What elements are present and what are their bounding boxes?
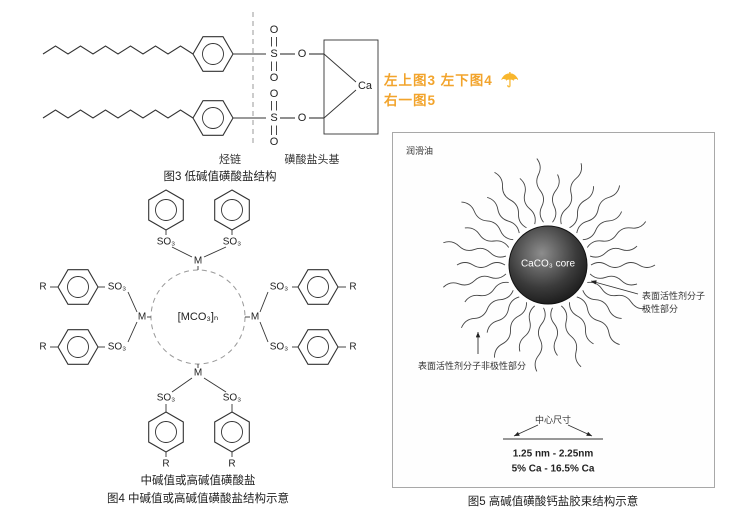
atom-s-label: S: [270, 48, 277, 60]
so3-label: SO₃: [270, 282, 289, 293]
so3-label: SO₃: [108, 282, 127, 293]
so3-label: SO₃: [157, 237, 176, 248]
alkyl-r-label: R: [162, 459, 169, 470]
carbonate-core-label: [MCO₃]ₙ: [178, 311, 219, 323]
so3-label: SO₃: [157, 393, 176, 404]
figure5-frame: [392, 132, 715, 488]
benzene-ring: [297, 269, 339, 305]
annotation-line1: 左上图3 左下图4: [384, 73, 493, 88]
benzene-ring: [214, 189, 250, 231]
umbrella-icon: ☂: [500, 70, 519, 92]
hydrocarbon-chain-label: 烃链: [219, 152, 241, 166]
atom-o-label: O: [298, 48, 307, 60]
bottom-sulfonate-molecule: S O O O: [42, 88, 324, 148]
figure3-caption: 图3 低碱值磺酸盐结构: [163, 169, 276, 183]
calcium-bridge: Ca: [323, 39, 379, 135]
annotation-row-1: 左上图3 左下图4 ☂: [384, 71, 519, 91]
so3-label: SO₃: [108, 342, 127, 353]
alkyl-r-label: R: [39, 342, 46, 353]
atom-s-label: S: [270, 112, 277, 124]
polar-part-callout: 表面活性剂分子 极性部分: [590, 280, 705, 314]
left-sulfonate-group: R SO₃ R SO₃ M: [39, 269, 151, 365]
annotation-line2: 右一图5: [384, 93, 437, 108]
nonpolar-part-label: 表面活性剂分子非极性部分: [418, 360, 526, 371]
benzene-ring: [192, 100, 234, 136]
figure5-micelle-structure: 润滑油 CaCO₃ core: [390, 130, 722, 517]
alkyl-r-label: R: [349, 342, 356, 353]
benzene-ring: [148, 411, 184, 453]
nonpolar-part-callout: 表面活性剂分子非极性部分: [418, 332, 526, 371]
metal-label: M: [194, 368, 202, 379]
caco3-core-sphere: [508, 225, 588, 305]
metal-label: M: [138, 312, 146, 323]
atom-o-label: O: [270, 24, 279, 36]
benzene-ring: [148, 189, 184, 231]
so3-label: SO₃: [223, 393, 242, 404]
figure5-caption: 图5 高碱值磺酸钙盐胶束结构示意: [468, 494, 639, 508]
figure3-low-base-sulfonate: S O O O S O O: [28, 6, 393, 189]
so3-label: SO₃: [223, 237, 242, 248]
alkyl-chain-top: [42, 45, 194, 55]
calcium-content-value: 5% Ca - 16.5% Ca: [512, 464, 595, 475]
core-size-dimension: 中心尺寸 1.25 nm - 2.25nm 5% Ca - 16.5% Ca: [503, 414, 603, 475]
handwritten-annotation: 左上图3 左下图4 ☂ 右一图5: [384, 71, 519, 110]
atom-o-label: O: [270, 88, 279, 100]
alkyl-r-label: R: [228, 459, 235, 470]
size-value: 1.25 nm - 2.25nm: [513, 449, 594, 460]
figure4-high-base-sulfonate: [MCO₃]ₙ SO₃ SO₃ M R SO₃ R: [18, 185, 373, 515]
polar-part-label-line2: 极性部分: [642, 303, 678, 314]
bottom-sulfonate-group: M SO₃ SO₃ R R: [148, 364, 250, 470]
atom-o-label: O: [270, 72, 279, 84]
alkyl-r-label: R: [39, 282, 46, 293]
so3-label: SO₃: [270, 342, 289, 353]
atom-ca-label: Ca: [358, 80, 373, 92]
alkyl-chain-bottom: [42, 109, 194, 119]
atom-o-label: O: [298, 112, 307, 124]
benzene-ring: [57, 329, 99, 365]
top-sulfonate-group: SO₃ SO₃ M: [148, 189, 250, 270]
benzene-ring: [297, 329, 339, 365]
benzene-ring: [214, 411, 250, 453]
polar-part-label-line1: 表面活性剂分子: [642, 290, 705, 301]
metal-label: M: [194, 256, 202, 267]
metal-label: M: [251, 312, 259, 323]
benzene-ring: [192, 36, 234, 72]
size-title: 中心尺寸: [535, 414, 571, 425]
figure4-caption-line2: 图4 中碱值或高碱值磺酸盐结构示意: [107, 491, 289, 505]
alkyl-r-label: R: [349, 282, 356, 293]
sulfonate-head-label: 磺酸盐头基: [285, 152, 340, 166]
figure4-caption-line1: 中碱值或高碱值磺酸盐: [141, 473, 256, 487]
right-sulfonate-group: SO₃ R SO₃ R M: [245, 269, 357, 365]
lubricant-oil-label: 润滑油: [406, 145, 433, 156]
top-sulfonate-molecule: S O O O: [42, 24, 324, 84]
caco3-core-label: CaCO₃ core: [521, 259, 576, 270]
atom-o-label: O: [270, 136, 279, 148]
annotation-row-2: 右一图5: [384, 91, 519, 110]
benzene-ring: [57, 269, 99, 305]
